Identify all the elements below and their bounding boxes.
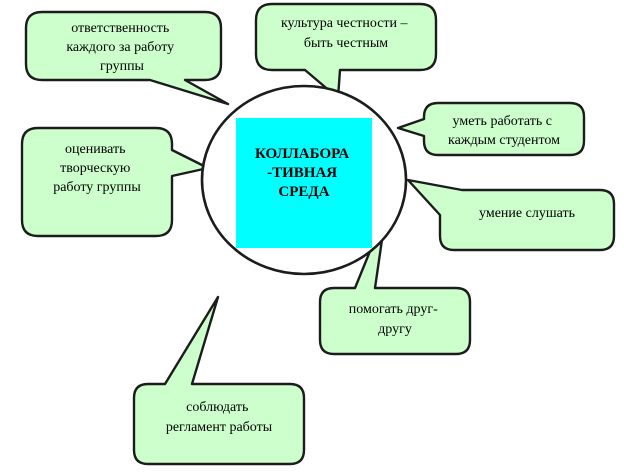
callout-honesty-shape [254, 2, 438, 100]
callout-responsibility-line-3: группы [100, 59, 145, 74]
callout-evaluate: оценивать творческую работу группы [20, 126, 210, 238]
callout-help-line-1: помогать друг- [349, 302, 438, 317]
callout-work-with-everyone-shape [396, 101, 586, 157]
center-square [236, 118, 372, 248]
callout-rules-shape [132, 295, 306, 466]
callout-listening: умение слушать [406, 178, 616, 252]
callout-listening-shape [406, 178, 616, 252]
callout-help: помогать друг- другу [318, 210, 472, 356]
callout-evaluate-line-2: творческую [60, 161, 130, 176]
callout-help-shape [318, 210, 472, 356]
callout-evaluate-line-1: оценивать [65, 142, 125, 157]
callout-rules-line-1: соблюдать [186, 400, 248, 415]
callout-listening-line-1: умение слушать [479, 206, 575, 221]
svg-text:умение слушать: умение слушать [479, 206, 575, 221]
callout-work-with-everyone: уметь работать с каждым студентом [396, 101, 586, 157]
callout-honesty: культура честности – быть честным [254, 2, 438, 100]
callout-responsibility-line-2: каждого за работу [66, 40, 174, 55]
center-label-line-1: КОЛЛАБОРА [255, 146, 349, 162]
callout-responsibility-shape [24, 10, 230, 106]
svg-text:уметь работать с каждым: уметь работать с каждым студентом [448, 114, 560, 148]
callout-honesty-line-2: быть честным [304, 36, 388, 51]
svg-text:культура честности – быт: культура честности – быть честным [281, 16, 411, 51]
callout-rules: соблюдать регламент работы [132, 295, 306, 466]
svg-text:ответственность каждого: ответственность каждого за работу группы [66, 21, 177, 74]
callout-evaluate-shape [20, 126, 210, 238]
callout-honesty-line-1: культура честности – [281, 16, 409, 31]
center-label-line-2: -ТИВНАЯ [267, 165, 337, 181]
callout-rules-line-2: регламент работы [166, 420, 273, 435]
callout-responsibility-line-1: ответственность [71, 21, 169, 36]
svg-text:помогать друг- другу: помогать друг- другу [349, 302, 442, 337]
callout-work-with-everyone-line-2: каждым студентом [448, 133, 560, 148]
callout-responsibility: ответственность каждого за работу группы [24, 10, 230, 106]
center-label-line-3: СРЕДА [278, 184, 329, 200]
callout-evaluate-line-3: работу группы [53, 180, 141, 195]
callout-help-line-2: другу [378, 322, 412, 337]
svg-text:оценивать творческую: оценивать творческую работу группы [53, 142, 141, 195]
center-label: КОЛЛАБОРА -ТИВНАЯ СРЕДА [255, 146, 353, 200]
svg-text:соблюдать регламент рабо: соблюдать регламент работы [166, 400, 273, 435]
callout-work-with-everyone-line-1: уметь работать с [453, 114, 552, 129]
